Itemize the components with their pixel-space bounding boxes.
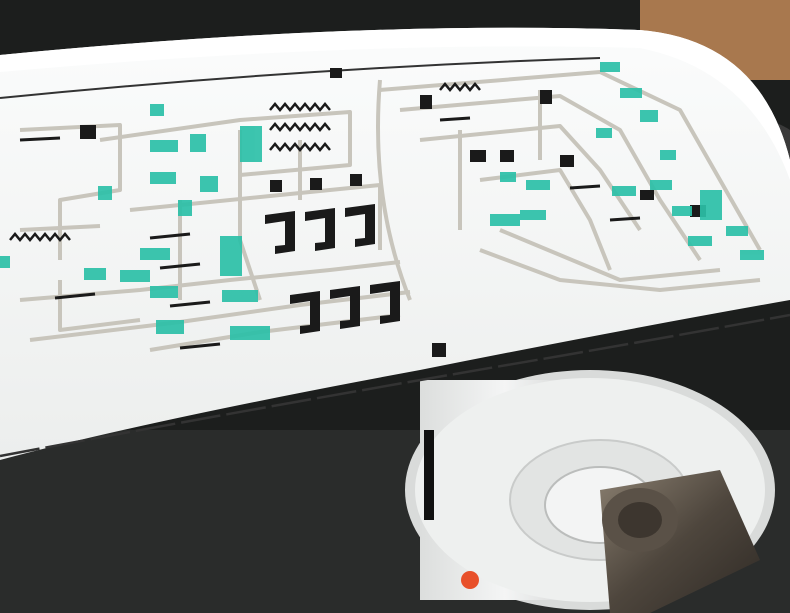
teal-component	[650, 180, 672, 190]
teal-component	[240, 126, 262, 162]
teal-component	[740, 250, 764, 260]
printed-circuit-web	[0, 62, 764, 357]
teal-component	[612, 186, 636, 196]
serpentine-resistor	[269, 102, 331, 112]
teal-component	[490, 214, 520, 226]
contact-pad	[350, 174, 362, 186]
resistor-line	[439, 116, 471, 122]
serpentine-resistor	[9, 232, 71, 242]
teal-component	[600, 62, 620, 72]
resistor-line	[54, 292, 96, 300]
roll-edge-strip	[424, 430, 434, 520]
teal-component	[640, 110, 658, 122]
serpentine-resistor	[269, 122, 331, 132]
capacitor-pad	[290, 291, 320, 334]
contact-pad	[640, 190, 654, 200]
resistor-line	[159, 262, 201, 270]
paper-roll	[405, 370, 775, 610]
contact-pad	[560, 155, 574, 167]
serpentine-resistor	[269, 142, 331, 152]
resistor-line	[169, 300, 211, 308]
resistor-line	[609, 216, 641, 222]
teal-component	[84, 268, 106, 280]
contact-pad	[540, 90, 552, 104]
teal-component	[726, 226, 748, 236]
registration-line-bottom	[0, 313, 790, 458]
capacitor-pad	[305, 208, 335, 251]
capacitor-pad	[330, 286, 360, 329]
teal-component	[98, 186, 112, 200]
contact-pad	[500, 150, 514, 162]
resistor-line	[149, 232, 191, 240]
resistor-line	[179, 342, 221, 350]
teal-component	[660, 150, 676, 160]
contact-pad	[310, 178, 322, 190]
panel-divider-trace	[376, 79, 412, 301]
teal-component	[150, 286, 178, 298]
teal-component	[150, 172, 176, 184]
teal-component	[156, 320, 184, 334]
contact-pad	[420, 95, 432, 109]
teal-component	[596, 128, 612, 138]
teal-component	[500, 172, 516, 182]
capacitor-pad	[345, 204, 375, 247]
teal-component	[520, 210, 546, 220]
teal-component	[220, 236, 242, 276]
teal-component	[222, 290, 258, 302]
teal-component	[620, 88, 642, 98]
contact-pad	[470, 150, 486, 162]
registration-line-top	[0, 57, 601, 99]
teal-component	[120, 270, 150, 282]
capacitor-pad	[265, 211, 295, 254]
resistor-line	[569, 184, 601, 190]
teal-component	[230, 326, 270, 340]
contact-pad	[270, 180, 282, 192]
teal-component	[190, 134, 206, 152]
contact-pad	[330, 68, 342, 78]
teal-component	[526, 180, 550, 190]
teal-component	[178, 200, 192, 216]
teal-component	[688, 236, 712, 246]
teal-component	[672, 206, 692, 216]
teal-component	[200, 176, 218, 192]
teal-component	[0, 256, 10, 268]
teal-component	[150, 140, 178, 152]
resistor-line	[19, 136, 61, 142]
metal-spindle-icon	[461, 470, 760, 613]
teal-component	[140, 248, 170, 260]
teal-component	[700, 190, 722, 220]
contact-pad	[80, 125, 96, 139]
contact-pad	[432, 343, 446, 357]
serpentine-resistor	[439, 82, 481, 92]
capacitor-pad	[370, 281, 400, 324]
orange-marker	[461, 571, 479, 589]
teal-component	[150, 104, 164, 116]
